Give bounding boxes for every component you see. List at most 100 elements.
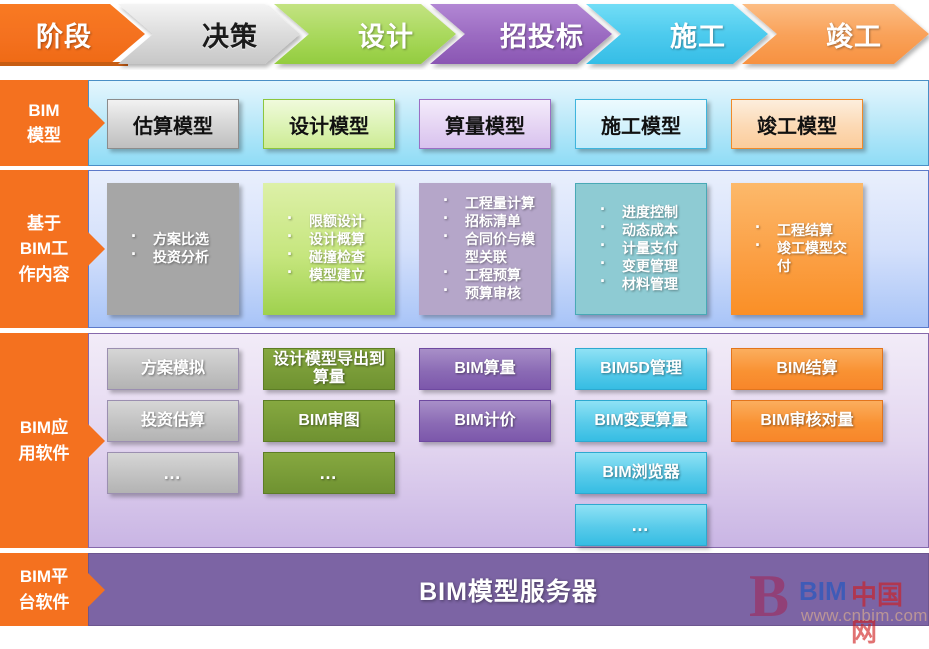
software-box-4-3-label: BIM浏览器	[602, 464, 680, 482]
work-item: 招标清单	[443, 209, 547, 231]
work-item: 碰撞检查	[287, 245, 391, 267]
software-box-2-2[interactable]: BIM审图	[263, 400, 395, 442]
model-box-5[interactable]: 竣工模型	[731, 99, 863, 149]
work-item: 竣工模型交	[755, 236, 859, 258]
row-software-arrow-icon	[88, 423, 105, 458]
software-box-1-1-label: 方案模拟	[140, 360, 205, 378]
software-box-4-1[interactable]: BIM5D管理	[575, 348, 707, 390]
row-software-label-line-2: 用软件	[18, 443, 70, 463]
model-box-1[interactable]: 估算模型	[107, 99, 239, 149]
stage-chevron-2[interactable]: 设计	[306, 4, 456, 64]
work-item: 动态成本	[600, 218, 702, 240]
model-box-4[interactable]: 施工模型	[575, 99, 707, 149]
row-work-content-arrow-icon	[88, 232, 105, 266]
stage-chevron-shapes	[0, 4, 929, 66]
software-box-3-2[interactable]: BIM计价	[419, 400, 551, 442]
stage-label-text: 阶段	[36, 21, 92, 52]
work-item-continuation: 型关联	[465, 249, 507, 265]
row-platform-label-line-1: BIM平	[19, 567, 69, 586]
software-box-5-1-label: BIM结算	[776, 360, 838, 378]
software-box-2-1-label: 设计模型导出到算量	[272, 351, 385, 386]
watermark-brand-en: BIM	[799, 576, 847, 606]
software-box-3-1-label: BIM算量	[454, 360, 516, 378]
stage-chevron-4[interactable]: 施工	[618, 4, 768, 64]
work-box-3[interactable]: 工程量计算 招标清单 合同价与模 型关联 工程预算 预算审核	[419, 183, 551, 315]
stage-chevron-1-label: 决策	[202, 21, 258, 52]
work-box-1[interactable]: 方案比选 投资分析	[107, 183, 239, 315]
software-box-5-2[interactable]: BIM审核对量	[731, 400, 883, 442]
work-item-continuation: 付	[777, 257, 791, 274]
work-box-4-list: 进度控制 动态成本 计量支付 变更管理 材料管理	[584, 200, 702, 294]
row-work-content-label-line-3: 作内容	[18, 264, 70, 284]
model-box-3[interactable]: 算量模型	[419, 99, 551, 149]
model-box-4-label: 施工模型	[601, 115, 681, 138]
work-box-2-list: 限额设计 设计概算 碰撞检查 模型建立	[271, 209, 391, 285]
site-watermark: B BIM 中国网 www.cnbim.com	[747, 562, 928, 647]
software-box-3-1[interactable]: BIM算量	[419, 348, 551, 390]
row-platform: BIM模型服务器 BIM平 台软件	[0, 553, 929, 626]
watermark-b-logo-icon: B	[749, 563, 790, 629]
software-box-2-3[interactable]: …	[263, 452, 395, 494]
work-box-3-list: 工程量计算 招标清单 合同价与模 型关联 工程预算 预算审核	[427, 191, 547, 302]
row-work-content: 方案比选 投资分析 限额设计 设计概算 碰撞检查 模型建立 工程量计算 招标清单…	[0, 170, 929, 328]
work-item: 限额设计	[287, 209, 391, 231]
work-item: 计量支付	[600, 236, 702, 258]
software-box-5-2-label: BIM审核对量	[760, 412, 854, 430]
work-item: 材料管理	[600, 272, 702, 294]
model-box-5-label: 竣工模型	[757, 115, 837, 138]
work-item: 工程预算	[443, 263, 547, 285]
work-box-4[interactable]: 进度控制 动态成本 计量支付 变更管理 材料管理	[575, 183, 707, 315]
row-work-content-label-line-2: BIM工	[19, 239, 69, 259]
watermark-url: www.cnbim.com	[801, 606, 928, 625]
software-box-1-2[interactable]: 投资估算	[107, 400, 239, 442]
work-box-2[interactable]: 限额设计 设计概算 碰撞检查 模型建立	[263, 183, 395, 315]
work-item: 进度控制	[600, 200, 702, 222]
model-box-2-label: 设计模型	[289, 115, 369, 138]
bim-cost-management-diagram: 阶段 决策 设计 招投标 施工 竣工 估算模型 设计模型 算量模型 施工模型 竣…	[0, 0, 929, 628]
row-bim-model-label-line-2: 模型	[27, 126, 61, 145]
software-box-4-2[interactable]: BIM变更算量	[575, 400, 707, 442]
row-bim-model-body: 估算模型 设计模型 算量模型 施工模型 竣工模型	[88, 80, 929, 166]
software-box-1-3-label: …	[163, 462, 183, 483]
software-box-4-4[interactable]: …	[575, 504, 707, 546]
work-item: 合同价与模	[443, 227, 547, 249]
software-box-2-3-label: …	[319, 462, 339, 483]
work-item: 变更管理	[600, 254, 702, 276]
stage-chevron-5-label: 竣工	[826, 21, 882, 52]
model-box-2[interactable]: 设计模型	[263, 99, 395, 149]
stage-chevron-5[interactable]: 竣工	[774, 4, 924, 64]
stage-chevron-4-label: 施工	[670, 21, 726, 52]
row-work-content-label: 基于 BIM工 作内容	[0, 170, 105, 328]
row-work-content-body: 方案比选 投资分析 限额设计 设计概算 碰撞检查 模型建立 工程量计算 招标清单…	[88, 170, 929, 328]
work-item: 设计概算	[287, 227, 391, 249]
software-box-2-1[interactable]: 设计模型导出到算量	[263, 348, 395, 390]
software-box-1-1[interactable]: 方案模拟	[107, 348, 239, 390]
software-box-3-2-label: BIM计价	[454, 412, 516, 430]
row-bim-model-arrow-icon	[88, 106, 105, 140]
software-box-4-1-label: BIM5D管理	[600, 360, 682, 378]
work-box-1-list: 方案比选 投资分析	[115, 227, 235, 267]
row-platform-label-line-2: 台软件	[18, 592, 70, 612]
stage-chevron-row: 阶段 决策 设计 招投标 施工 竣工	[0, 0, 929, 70]
stage-chevron-3-label: 招投标	[500, 21, 584, 52]
platform-title: BIM模型服务器	[419, 577, 598, 606]
software-box-4-3[interactable]: BIM浏览器	[575, 452, 707, 494]
software-box-2-2-label: BIM审图	[298, 412, 360, 430]
stage-chevron-1[interactable]: 决策	[150, 4, 300, 64]
work-box-5[interactable]: 工程结算 竣工模型交 付	[731, 183, 863, 315]
work-box-5-list: 工程结算 竣工模型交 付	[739, 218, 859, 276]
row-software-body: 方案模拟 投资估算 … 设计模型导出到算量 BIM审图 … BIM算量 BIM计…	[88, 333, 929, 548]
software-box-5-1[interactable]: BIM结算	[731, 348, 883, 390]
row-bim-model-label-line-1: BIM	[28, 100, 60, 120]
row-software-label: BIM应 用软件	[0, 333, 105, 548]
row-platform-body: BIM模型服务器	[88, 553, 929, 626]
model-box-3-label: 算量模型	[445, 115, 525, 138]
row-platform-arrow-icon	[88, 572, 105, 607]
software-box-1-3[interactable]: …	[107, 452, 239, 494]
stage-chevron-2-label: 设计	[358, 21, 414, 52]
work-item: 工程量计算	[443, 191, 547, 213]
work-item: 投资分析	[131, 245, 235, 267]
software-box-4-4-label: …	[631, 514, 651, 535]
software-box-1-2-label: 投资估算	[140, 412, 205, 430]
stage-chevron-3[interactable]: 招投标	[462, 4, 612, 64]
